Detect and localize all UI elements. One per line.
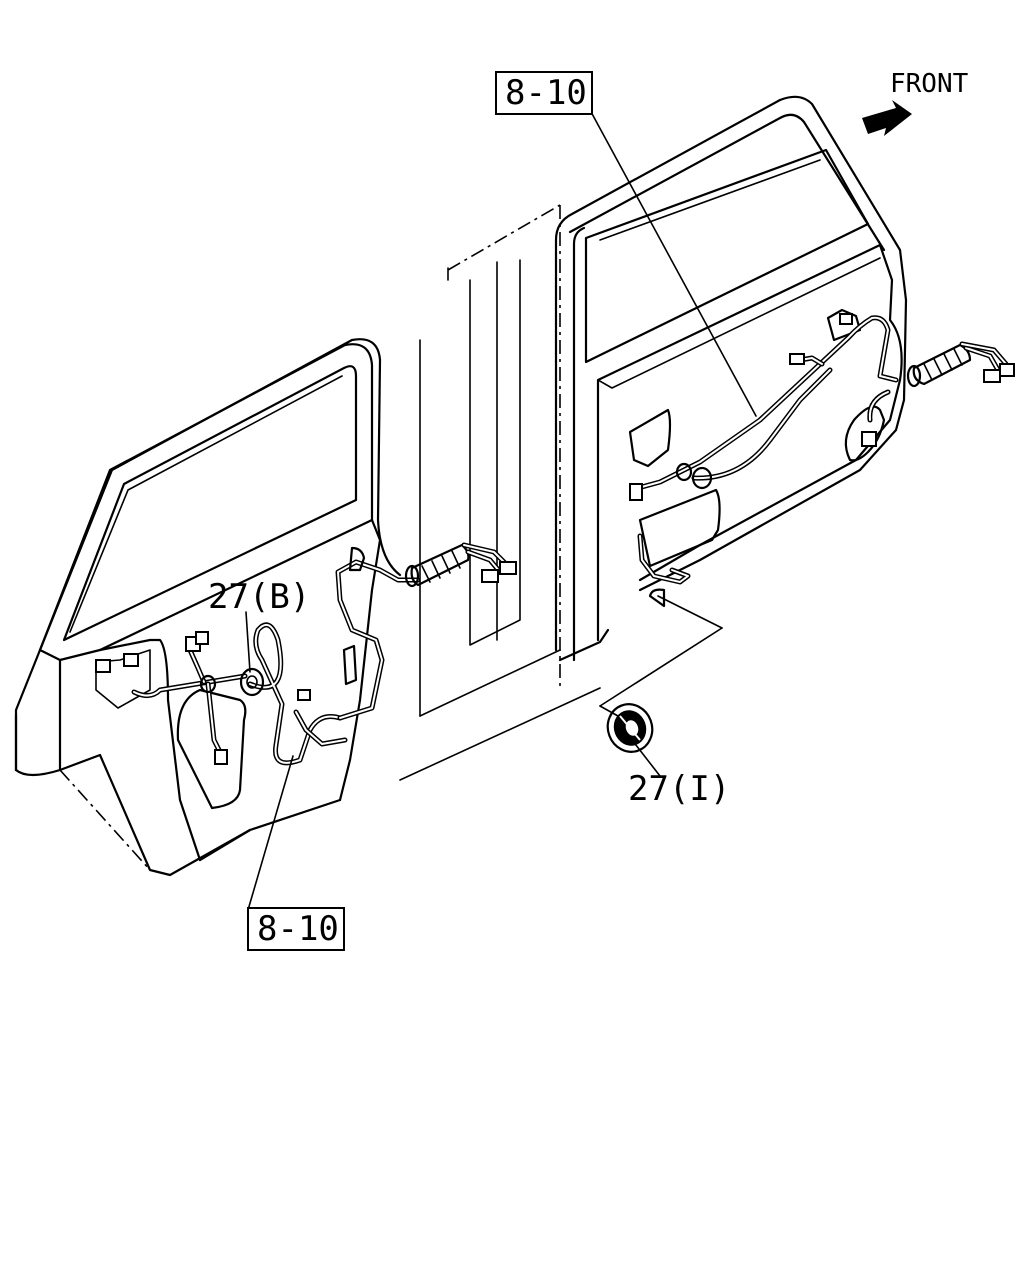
leader-lines bbox=[245, 109, 757, 911]
label-ref-bottom: 8-10 bbox=[247, 907, 345, 951]
rear-door-harness bbox=[95, 542, 517, 766]
label-ref-top: 8-10 bbox=[495, 71, 593, 115]
ref-bottom-text: 8-10 bbox=[257, 909, 339, 949]
rear-door bbox=[14, 338, 402, 877]
part-27b-label: 27(B) bbox=[208, 577, 310, 617]
arrow-front-icon bbox=[862, 100, 912, 136]
body-pillar bbox=[399, 204, 601, 781]
ref-top-text: 8-10 bbox=[505, 73, 587, 113]
front-label: FRONT bbox=[890, 69, 969, 99]
part-27i-label: 27(I) bbox=[628, 769, 730, 809]
grommet-27i bbox=[606, 703, 654, 753]
front-door-harness bbox=[629, 313, 1015, 608]
front-door bbox=[554, 95, 908, 662]
